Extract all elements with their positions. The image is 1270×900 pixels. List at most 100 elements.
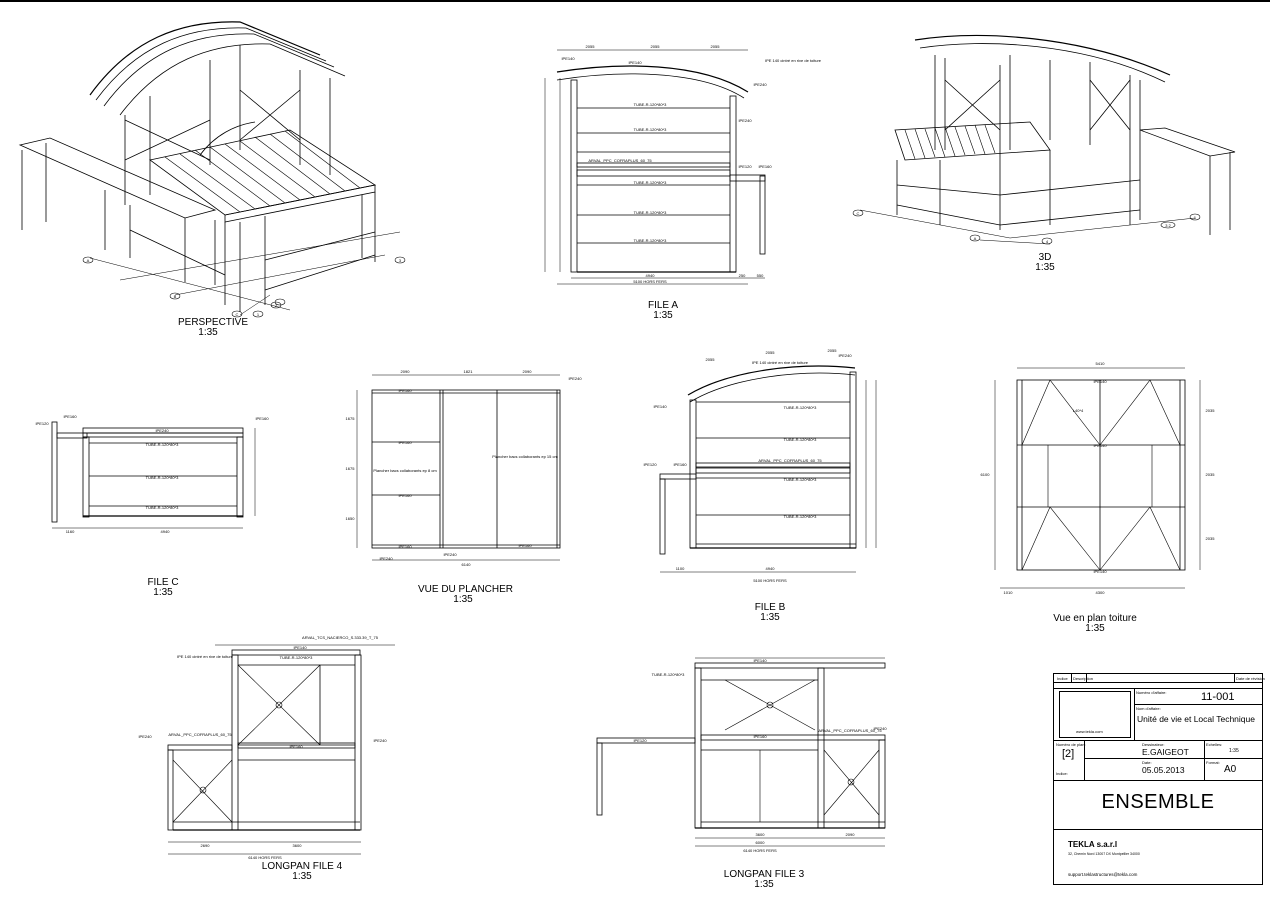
- perspective-axis-B: B: [174, 294, 177, 299]
- svg-text:6000: 6000: [756, 840, 766, 845]
- 3d-axis-32: 3 2: [1165, 223, 1171, 228]
- svg-text:2055: 2055: [711, 44, 721, 49]
- svg-text:ARVAL_PPC_COFRAPLUS_60_75: ARVAL_PPC_COFRAPLUS_60_75: [758, 458, 822, 463]
- svg-text:IPE140: IPE140: [1093, 443, 1107, 448]
- svg-text:2035: 2035: [1206, 408, 1216, 413]
- tb-address: 32, Chemin Nord 13007 DX Montpellier 340…: [1068, 852, 1140, 856]
- 3d-view: C A 4 3 2 1: [852, 34, 1236, 245]
- tb-affaire-name: Unité de vie et Local Technique: [1137, 714, 1255, 724]
- svg-text:1821: 1821: [464, 369, 474, 374]
- tb-logo-box: [1059, 691, 1131, 738]
- svg-text:IPE140: IPE140: [653, 404, 667, 409]
- tb-affaire-name-label: Nom d'affaire:: [1136, 706, 1161, 711]
- svg-text:IPE 140 cintré en rive de toit: IPE 140 cintré en rive de toiture: [177, 654, 234, 659]
- svg-text:ARVAL_PPC_COFRAPLUS_60_75: ARVAL_PPC_COFRAPLUS_60_75: [168, 732, 232, 737]
- tb-plan-no-label: Numéro de plan:: [1056, 742, 1086, 747]
- svg-text:IPE120: IPE120: [643, 462, 657, 467]
- svg-text:6140: 6140: [462, 562, 472, 567]
- svg-text:IPE160: IPE160: [398, 493, 412, 498]
- svg-text:IPE160: IPE160: [289, 744, 303, 749]
- tb-support-email: support.teklastructures@tekla.com: [1068, 872, 1138, 877]
- svg-text:TUBE-R-120*80*3: TUBE-R-120*80*3: [784, 437, 817, 442]
- svg-text:4940: 4940: [646, 273, 656, 278]
- svg-text:TUBE-R-120*80*3: TUBE-R-120*80*3: [634, 210, 667, 215]
- svg-text:4940: 4940: [766, 566, 776, 571]
- svg-text:TUBE-R-120*80*3: TUBE-R-120*80*3: [652, 672, 685, 677]
- svg-text:Plancher bacs collaborants ep: Plancher bacs collaborants ep 15 cm: [492, 454, 558, 459]
- svg-text:1100: 1100: [676, 566, 685, 571]
- tb-affaire-no: 11-001: [1201, 691, 1235, 703]
- svg-text:IPE240: IPE240: [138, 734, 152, 739]
- svg-text:2055: 2055: [586, 44, 596, 49]
- perspective-axis-C: C: [236, 312, 239, 317]
- svg-text:Plancher bacs collaborants ep: Plancher bacs collaborants ep 8 cm: [373, 468, 437, 473]
- svg-text:IPE 140 cintré en rive de toit: IPE 140 cintré en rive de toiture: [765, 58, 822, 63]
- tb-affaire-no-label: Numéro d'affaire:: [1136, 690, 1167, 695]
- svg-text:ARVAL_PPC_COFRAPLUS_60_75: ARVAL_PPC_COFRAPLUS_60_75: [818, 728, 882, 733]
- svg-text:2055: 2055: [706, 357, 716, 362]
- tb-dessinateur-label: Dessinateur:: [1142, 742, 1165, 747]
- longpan-file-4-view: ARVAL_TCS_NACIERCO_S.333.39_T_75 IPE 140…: [138, 635, 395, 860]
- svg-text:IPE140: IPE140: [753, 658, 767, 663]
- svg-text:IPE120: IPE120: [633, 738, 647, 743]
- title-block: Indice Description Date de révision www.…: [1053, 673, 1265, 885]
- tb-website: www.tekla.com: [1076, 729, 1103, 734]
- svg-text:2690: 2690: [201, 843, 211, 848]
- tb-date-revision-label: Date de révision: [1236, 676, 1265, 681]
- file-c-view: IPE120 IPE160 IPE240 IPE160 TUBE-R-120*8…: [35, 414, 269, 534]
- svg-text:5410: 5410: [1096, 361, 1106, 366]
- perspective-axis-1: 1: [257, 312, 260, 317]
- tb-date-label: Date:: [1142, 760, 1152, 765]
- svg-text:IPE120: IPE120: [738, 164, 752, 169]
- svg-text:TUBE-R-120*80*3: TUBE-R-120*80*3: [784, 477, 817, 482]
- svg-text:IPE140: IPE140: [561, 56, 575, 61]
- svg-text:IPE240: IPE240: [373, 738, 387, 743]
- tb-indice-label: Indice: [1057, 676, 1068, 681]
- 3d-axis-4: 4: [1046, 239, 1049, 244]
- 3d-axis-C: C: [857, 211, 860, 216]
- perspective-axis-A: A: [87, 258, 90, 263]
- svg-text:IPE240: IPE240: [155, 428, 169, 433]
- top-border-line: [0, 0, 1270, 2]
- svg-text:IPE240: IPE240: [873, 726, 887, 731]
- perspective-axis-3: 3: [399, 258, 402, 263]
- tb-description-label: Description: [1073, 676, 1094, 681]
- svg-text:TUBE-R-120*80*3: TUBE-R-120*80*3: [634, 127, 667, 132]
- svg-text:IPE240: IPE240: [379, 556, 393, 561]
- svg-text:TUBE-R-120*80*3: TUBE-R-120*80*3: [634, 180, 667, 185]
- svg-text:IPE140: IPE140: [1093, 569, 1107, 574]
- svg-text:TUBE-R-120*80*3: TUBE-R-120*80*3: [634, 238, 667, 243]
- svg-text:IPE140: IPE140: [628, 60, 642, 65]
- svg-text:IPE140: IPE140: [1093, 379, 1107, 384]
- svg-text:IPE240: IPE240: [838, 353, 852, 358]
- svg-text:4940: 4940: [161, 529, 171, 534]
- svg-text:IPE240: IPE240: [738, 118, 752, 123]
- svg-text:IPE 140 cintré en rive de toit: IPE 140 cintré en rive de toiture: [752, 360, 809, 365]
- svg-text:2035: 2035: [1206, 536, 1216, 541]
- svg-text:5100 HORS FERS: 5100 HORS FERS: [633, 279, 667, 284]
- tb-dessinateur: E.GAIGEOT: [1142, 747, 1189, 757]
- svg-text:2055: 2055: [828, 348, 838, 353]
- tb-echelle: 1:35: [1229, 748, 1239, 754]
- svg-text:IPE120: IPE120: [35, 421, 49, 426]
- svg-text:ARVAL_TCS_NACIERCO_S.333.39_T_: ARVAL_TCS_NACIERCO_S.333.39_T_75: [302, 635, 379, 640]
- svg-text:1675: 1675: [346, 466, 356, 471]
- svg-text:IPE160: IPE160: [753, 734, 767, 739]
- tb-date: 05.05.2013: [1142, 765, 1185, 775]
- svg-text:IPE160: IPE160: [673, 462, 687, 467]
- svg-text:IPE240: IPE240: [568, 376, 582, 381]
- tb-format-label: Format:: [1206, 760, 1220, 765]
- svg-text:TUBE-R-120*80*3: TUBE-R-120*80*3: [146, 442, 179, 447]
- tb-echelle-label: Echelles:: [1206, 742, 1223, 747]
- svg-text:IPE160: IPE160: [63, 414, 77, 419]
- svg-text:TUBE-R-120*80*3: TUBE-R-120*80*3: [146, 475, 179, 480]
- svg-text:4300: 4300: [1096, 590, 1106, 595]
